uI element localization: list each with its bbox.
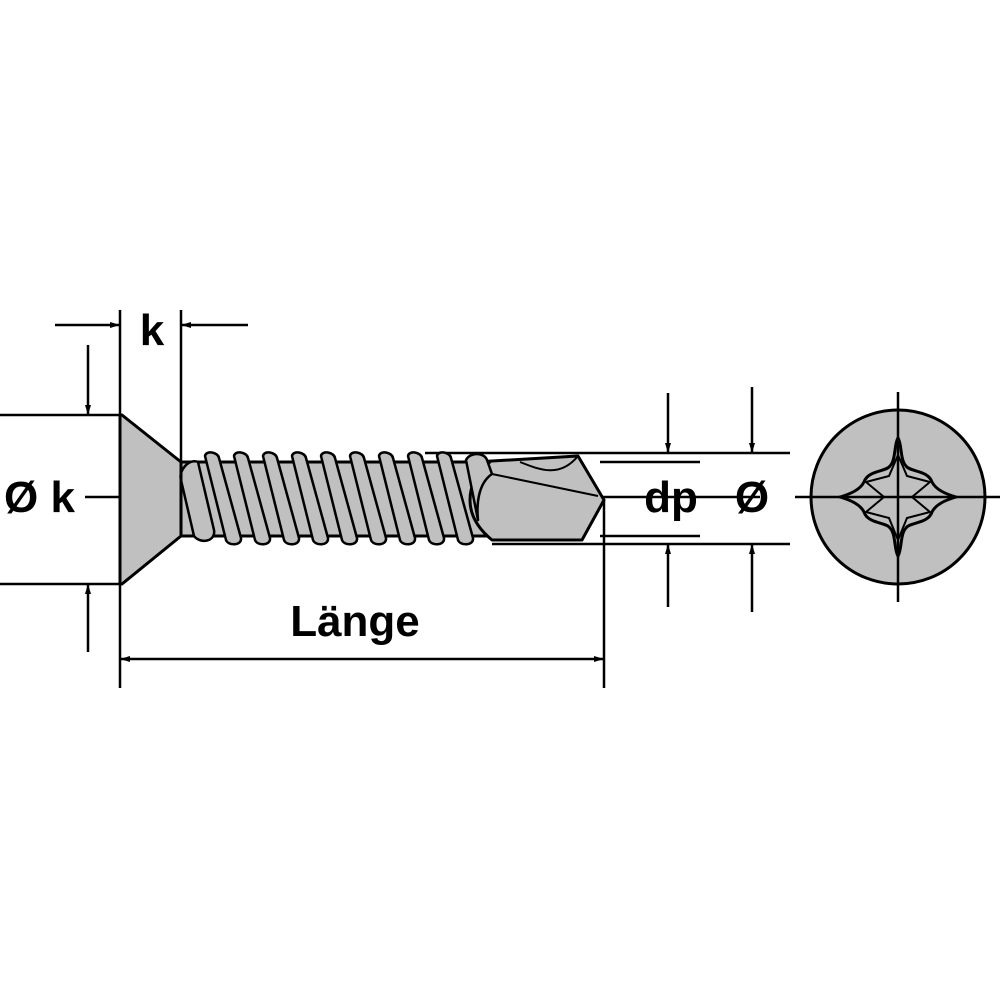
screw-side-view: [118, 413, 606, 586]
label-head-diameter: Ø k: [4, 473, 75, 522]
label-diameter: Ø: [735, 473, 769, 522]
screw-head: [118, 413, 183, 586]
label-dp: dp: [644, 473, 698, 522]
threads: [179, 451, 494, 546]
screw-head-top-view: [795, 392, 1000, 602]
label-length: Länge: [290, 597, 420, 646]
label-k: k: [140, 306, 165, 355]
